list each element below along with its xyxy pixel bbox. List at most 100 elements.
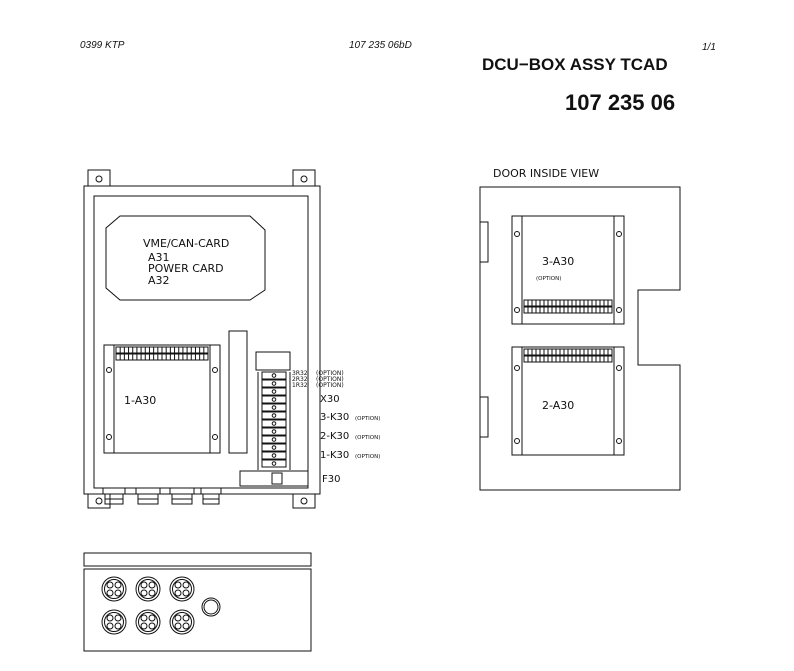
terminal-screw-icon xyxy=(271,445,277,450)
terminal-block xyxy=(261,443,287,452)
x30-label: X30 xyxy=(320,394,340,405)
screw-icon xyxy=(616,365,622,371)
terminal-screw-icon xyxy=(271,453,277,458)
cable-hole-icon xyxy=(140,589,148,597)
gland-icon xyxy=(101,609,127,635)
cable-hole-icon xyxy=(114,589,122,597)
terminal-strip xyxy=(115,346,209,361)
k30-1-label: 1-K30 xyxy=(320,450,349,461)
screw-icon xyxy=(616,307,622,313)
plug-icon xyxy=(201,597,221,617)
screw-icon xyxy=(616,231,622,237)
gland-nut xyxy=(135,487,161,495)
module-3-label: 3-A30 xyxy=(542,255,574,268)
relay-1r32-note: (OPTION) xyxy=(316,382,344,389)
relay-base xyxy=(255,351,291,371)
mount-tab-tr xyxy=(292,169,316,187)
gland-ring xyxy=(172,579,192,599)
door-outline xyxy=(479,186,681,491)
terminal-screw-icon xyxy=(271,429,277,434)
gland-ring xyxy=(138,579,158,599)
terminal-screw-icon xyxy=(271,461,277,466)
k30-2-note: (OPTION) xyxy=(355,435,380,441)
mount-hole-icon xyxy=(300,497,308,505)
gland-icon xyxy=(135,576,161,602)
cable-hole-icon xyxy=(182,589,190,597)
terminal-screw-icon xyxy=(271,421,277,426)
relay-1r32: 1R32 xyxy=(292,382,308,389)
module-rail-right xyxy=(613,346,625,456)
gland-ring xyxy=(104,579,124,599)
gland-nut xyxy=(169,487,195,495)
enclosure-outline xyxy=(83,185,321,495)
card-text-3: POWER CARD xyxy=(148,262,224,275)
cable-hole-icon xyxy=(182,581,190,589)
cable-hole-icon xyxy=(106,589,114,597)
terminal-block xyxy=(261,387,287,396)
gland-icon xyxy=(169,609,195,635)
front-view: VME/CAN-CARD A31 POWER CARD A32 1-A30 3R… xyxy=(83,169,380,509)
gland-grid xyxy=(101,576,195,635)
module-2-label: 2-A30 xyxy=(542,399,574,412)
module-1-a30 xyxy=(103,344,221,454)
terminal-screw-icon xyxy=(271,389,277,394)
gland-ring xyxy=(104,612,124,632)
terminal-strip xyxy=(523,299,613,314)
module-rail-left xyxy=(511,346,523,456)
terminal-block xyxy=(261,427,287,436)
drawing-title: DCU−BOX ASSY TCAD xyxy=(482,55,668,74)
doc-code-center: 107 235 06bD xyxy=(349,40,412,51)
terminal-screw-icon xyxy=(271,413,277,418)
mount-tab-br xyxy=(292,493,316,509)
module-3-note: (OPTION) xyxy=(536,276,561,282)
cable-hole-icon xyxy=(114,622,122,630)
cable-hole-icon xyxy=(148,622,156,630)
gland-icon xyxy=(135,609,161,635)
terminal-block xyxy=(261,411,287,420)
terminal-block xyxy=(261,395,287,404)
f30-label: F30 xyxy=(322,474,340,485)
doc-code-left: 0399 KTP xyxy=(80,40,125,51)
hinge-bottom xyxy=(479,396,489,438)
card-text-2: A31 xyxy=(148,251,170,264)
terminal-block xyxy=(261,459,287,468)
drawing-number: 107 235 06 xyxy=(565,90,676,115)
cable-hole-icon xyxy=(148,614,156,622)
screw-icon xyxy=(106,367,112,373)
mount-hole-icon xyxy=(95,175,103,183)
relay-2r32-note: (OPTION) xyxy=(316,376,344,383)
mount-tab-tl xyxy=(87,169,111,187)
cable-hole-icon xyxy=(106,581,114,589)
card-outline xyxy=(105,215,266,301)
cable-hole-icon xyxy=(182,614,190,622)
module-rail-right xyxy=(209,344,221,454)
terminal-block xyxy=(261,379,287,388)
card-text-1: VME/CAN-CARD xyxy=(143,237,229,250)
gland-icon xyxy=(101,576,127,602)
cable-hole-icon xyxy=(174,581,182,589)
cable-hole-icon xyxy=(140,622,148,630)
terminal-block xyxy=(261,435,287,444)
mount-hole-icon xyxy=(95,497,103,505)
gland-icon xyxy=(169,576,195,602)
plug-icon-inner xyxy=(203,599,219,615)
screw-icon xyxy=(514,365,520,371)
relay-2r32: 2R32 xyxy=(292,376,308,383)
gland-nut xyxy=(200,487,222,495)
cable-hole-icon xyxy=(148,581,156,589)
cable-hole-icon xyxy=(114,581,122,589)
k30-2-label: 2-K30 xyxy=(320,431,349,442)
module-rail-left xyxy=(103,344,115,454)
card-text-4: A32 xyxy=(148,274,170,287)
cable-duct xyxy=(228,330,248,454)
terminal-screw-icon xyxy=(271,437,277,442)
bottom-view-plate xyxy=(83,568,312,652)
terminal-block xyxy=(261,419,287,428)
terminal-stack xyxy=(257,371,291,470)
k30-1-note: (OPTION) xyxy=(355,454,380,460)
terminal-block xyxy=(261,451,287,460)
gland-ring xyxy=(138,612,158,632)
relay-3r32: 3R32 xyxy=(292,370,308,377)
terminal-screw-icon xyxy=(271,405,277,410)
